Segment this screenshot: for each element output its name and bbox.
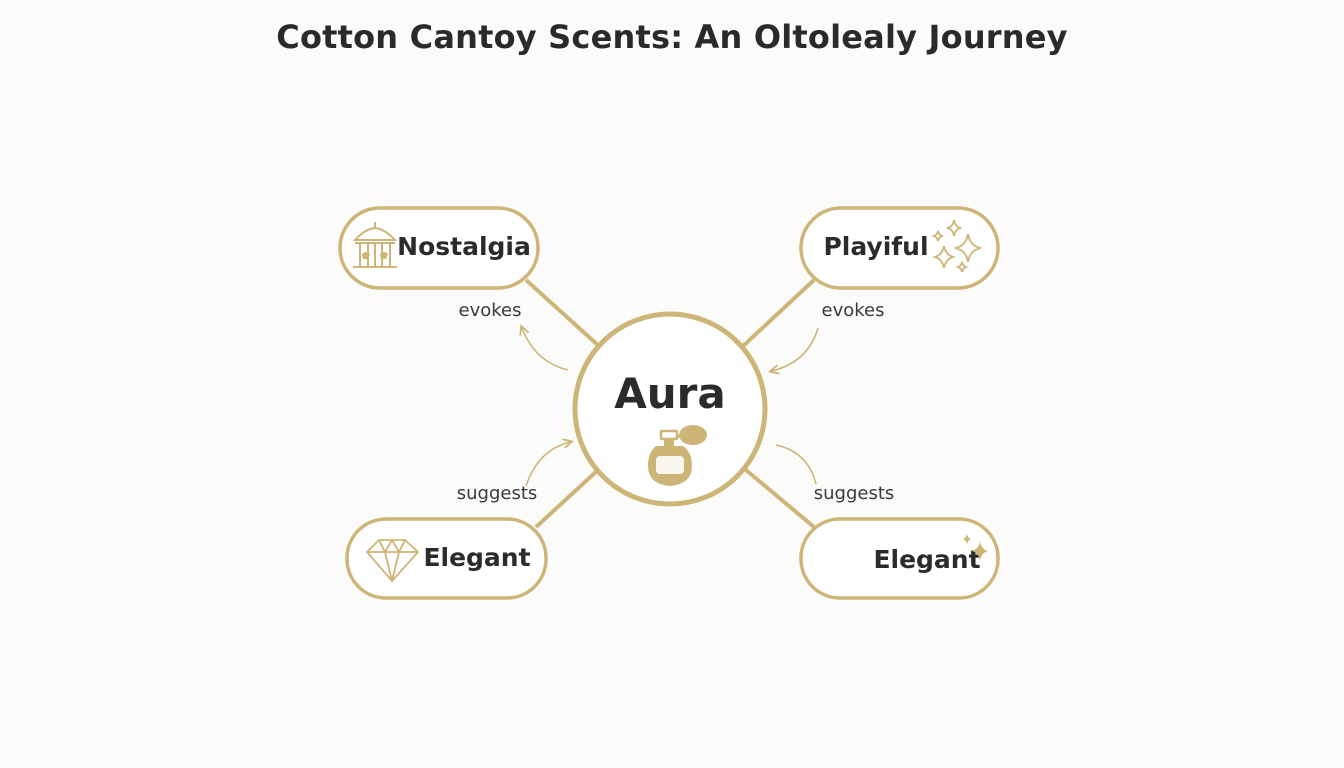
center-node: Aura <box>572 311 768 507</box>
perfume-bottle-icon <box>648 425 707 486</box>
edge-label-bottom-right: suggests <box>814 483 895 504</box>
arrow-top-left <box>522 328 569 371</box>
connectors <box>524 278 816 529</box>
node-elegant-right: Elegant <box>799 517 1000 600</box>
node-elegant-right-label: Elegant <box>873 545 980 574</box>
connector-bottom-right <box>744 468 816 529</box>
diagram-title: Cotton Cantoy Scents: An Oltolealy Journ… <box>276 18 1068 56</box>
connector-top-left <box>524 278 602 349</box>
node-nostalgia-label: Nostalgia <box>397 232 531 261</box>
sparkle-icon <box>963 534 988 561</box>
connector-bottom-left <box>534 468 600 529</box>
connector-top-right <box>740 278 816 349</box>
arrow-bottom-right <box>775 444 817 485</box>
center-node-label: Aura <box>614 369 725 418</box>
relation-arrows <box>522 327 819 487</box>
arrow-top-right <box>772 327 819 371</box>
carousel-icon <box>352 222 398 268</box>
arrow-bottom-left <box>525 442 570 487</box>
diamond-icon <box>365 538 420 583</box>
edge-label-top-right: evokes <box>822 300 885 321</box>
node-playful-label: Playiful <box>823 232 928 261</box>
node-playful: Playiful <box>799 206 1000 290</box>
sparkles-icon <box>931 219 982 273</box>
node-elegant-left-label: Elegant <box>423 543 530 572</box>
node-elegant-left: Elegant <box>345 517 548 600</box>
node-nostalgia: Nostalgia <box>338 206 540 290</box>
edge-label-top-left: evokes <box>459 300 522 321</box>
edge-label-bottom-left: suggests <box>457 483 538 504</box>
